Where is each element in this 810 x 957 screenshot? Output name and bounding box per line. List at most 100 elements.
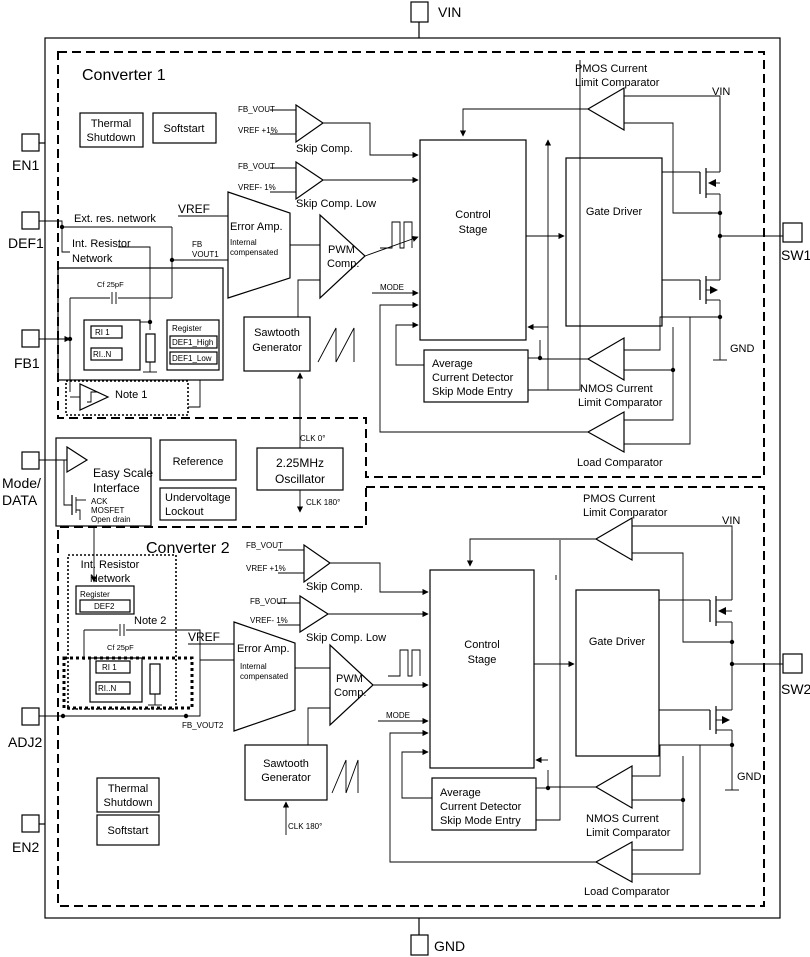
converter2-skip-comp-low: FB_VOUT VREF- 1% Skip Comp. Low — [250, 594, 429, 644]
svg-text:Lockout: Lockout — [165, 506, 204, 518]
svg-text:Sawtooth: Sawtooth — [254, 327, 300, 339]
converter1-pmos-comparator: PMOS Current Limit Comparator — [459, 63, 721, 214]
converter1-load-comparator: Load Comparator — [379, 301, 691, 469]
converter2-load-comparator: Load Comparator — [389, 729, 701, 898]
svg-text:Stage: Stage — [468, 654, 497, 666]
svg-text:PWM: PWM — [336, 673, 363, 685]
svg-text:Note 1: Note 1 — [115, 389, 147, 401]
pin-fb1-label: FB1 — [14, 355, 40, 371]
svg-text:Skip Mode Entry: Skip Mode Entry — [432, 386, 513, 398]
svg-text:NMOS Current: NMOS Current — [586, 813, 659, 825]
svg-text:Thermal: Thermal — [91, 118, 131, 130]
svg-text:Undervoltage: Undervoltage — [165, 492, 230, 504]
svg-text:RI..N: RI..N — [93, 350, 111, 359]
svg-text:ACK: ACK — [91, 497, 108, 506]
pin-sw1-label: SW1 — [781, 247, 810, 263]
svg-text:Current Detector: Current Detector — [432, 372, 514, 384]
svg-text:Open drain: Open drain — [91, 515, 131, 524]
svg-text:Register: Register — [80, 590, 110, 599]
converter1-sawtooth-generator: Sawtooth Generator — [243, 316, 355, 372]
svg-text:Skip Mode Entry: Skip Mode Entry — [440, 815, 521, 827]
converter2-gate-driver: Gate Driver — [575, 589, 660, 757]
converter2-title: Converter 2 — [146, 540, 230, 557]
svg-text:Limit Comparator: Limit Comparator — [578, 397, 663, 409]
svg-text:Limit Comparator: Limit Comparator — [583, 507, 668, 519]
pin-en1: EN1 — [12, 133, 45, 173]
svg-text:FB_VOUT: FB_VOUT — [246, 541, 283, 550]
svg-text:Error Amp.: Error Amp. — [230, 221, 283, 233]
svg-text:DEF1_High: DEF1_High — [172, 338, 213, 347]
svg-text:PMOS Current: PMOS Current — [575, 63, 647, 75]
converter1-pwm-comp: PWM Comp. — [290, 213, 419, 317]
svg-text:Int. Resistor: Int. Resistor — [72, 238, 131, 250]
pin-mode-label: Mode/ — [2, 475, 41, 491]
pin-adj2-label: ADJ2 — [8, 734, 42, 750]
svg-text:Internal: Internal — [230, 238, 257, 247]
svg-text:FB: FB — [192, 240, 202, 249]
converter2-sawtooth-generator: Sawtooth Generator CLK 180° — [244, 744, 359, 835]
pin-en1-label: EN1 — [12, 157, 39, 173]
svg-text:Oscillator: Oscillator — [275, 472, 325, 486]
converter2-avg-current-detector: Average Current Detector Skip Mode Entry — [401, 540, 561, 831]
svg-text:VREF- 1%: VREF- 1% — [238, 183, 276, 192]
svg-text:Register: Register — [172, 324, 202, 333]
svg-text:FB_VOUT2: FB_VOUT2 — [182, 721, 224, 730]
svg-text:GND: GND — [737, 771, 762, 783]
converter1-int-res-network: Int. Resistor Network Cf 25pF RI 1 RI..N… — [57, 238, 224, 392]
svg-text:CLK 180°: CLK 180° — [306, 498, 340, 507]
pin-mode-data: Mode/ DATA — [2, 451, 41, 508]
svg-text:Stage: Stage — [459, 224, 488, 236]
svg-text:Shutdown: Shutdown — [104, 797, 153, 809]
svg-text:Note 2: Note 2 — [134, 615, 166, 627]
chip-outline — [44, 37, 781, 919]
converter2-boundary — [57, 486, 765, 907]
svg-text:Sawtooth: Sawtooth — [263, 758, 309, 770]
converter1-power-stage: VIN GND — [662, 86, 783, 361]
svg-text:Generator: Generator — [261, 772, 311, 784]
svg-text:PMOS Current: PMOS Current — [583, 493, 655, 505]
svg-text:VIN: VIN — [722, 515, 740, 527]
svg-text:Shutdown: Shutdown — [87, 132, 136, 144]
svg-text:Network: Network — [72, 253, 113, 265]
svg-text:MOSFET: MOSFET — [91, 506, 124, 515]
svg-text:VREF +1%: VREF +1% — [246, 564, 286, 573]
converter2-pwm-comp: PWM Comp. — [295, 643, 429, 745]
svg-text:Internal: Internal — [240, 662, 267, 671]
converter2-control-stage: Control Stage — [429, 569, 535, 769]
svg-text:Skip Comp.: Skip Comp. — [306, 581, 363, 593]
pin-en2: EN2 — [12, 814, 45, 855]
svg-text:Load Comparator: Load Comparator — [577, 457, 663, 469]
svg-text:VIN: VIN — [712, 86, 730, 98]
svg-text:CLK 0°: CLK 0° — [300, 434, 325, 443]
adj2-wire: FB_VOUT2 — [39, 629, 234, 730]
svg-text:FB_VOUT: FB_VOUT — [250, 597, 287, 606]
reference-block: Reference — [159, 439, 237, 481]
svg-text:DEF1_Low: DEF1_Low — [172, 354, 212, 363]
converter1-note1-buffer: Note 1 — [65, 380, 201, 416]
converter1-softstart: Softstart — [152, 112, 217, 144]
svg-text:Control: Control — [464, 639, 499, 651]
svg-text:Interface: Interface — [93, 481, 140, 495]
pin-fb1: FB1 — [14, 329, 40, 371]
svg-text:Current Detector: Current Detector — [440, 801, 522, 813]
svg-text:FB_VOUT: FB_VOUT — [238, 105, 275, 114]
converter2-pmos-comparator: PMOS Current Limit Comparator — [466, 493, 733, 643]
svg-text:Skip Comp. Low: Skip Comp. Low — [306, 632, 386, 644]
svg-text:Error Amp.: Error Amp. — [237, 643, 290, 655]
svg-text:compensated: compensated — [240, 672, 288, 681]
oscillator: 2.25MHz Oscillator CLK 0° CLK 180° — [256, 372, 344, 513]
svg-text:CLK 180°: CLK 180° — [288, 822, 322, 831]
svg-text:VREF: VREF — [188, 630, 220, 644]
svg-text:VREF +1%: VREF +1% — [238, 126, 278, 135]
svg-text:Easy Scale: Easy Scale — [93, 466, 153, 480]
svg-text:VREF- 1%: VREF- 1% — [250, 616, 288, 625]
pin-data-label: DATA — [2, 492, 38, 508]
svg-text:NMOS Current: NMOS Current — [580, 383, 653, 395]
svg-text:2.25MHz: 2.25MHz — [276, 456, 324, 470]
converter2-power-stage: VIN GND — [659, 515, 783, 791]
svg-text:Control: Control — [455, 209, 490, 221]
svg-text:Cf 25pF: Cf 25pF — [107, 643, 134, 652]
converter1-skip-comp-low: FB_VOUT VREF- 1% Skip Comp. Low — [238, 160, 419, 210]
converter1-control-stage: Control Stage — [419, 139, 527, 341]
pin-vin: VIN — [410, 1, 461, 38]
